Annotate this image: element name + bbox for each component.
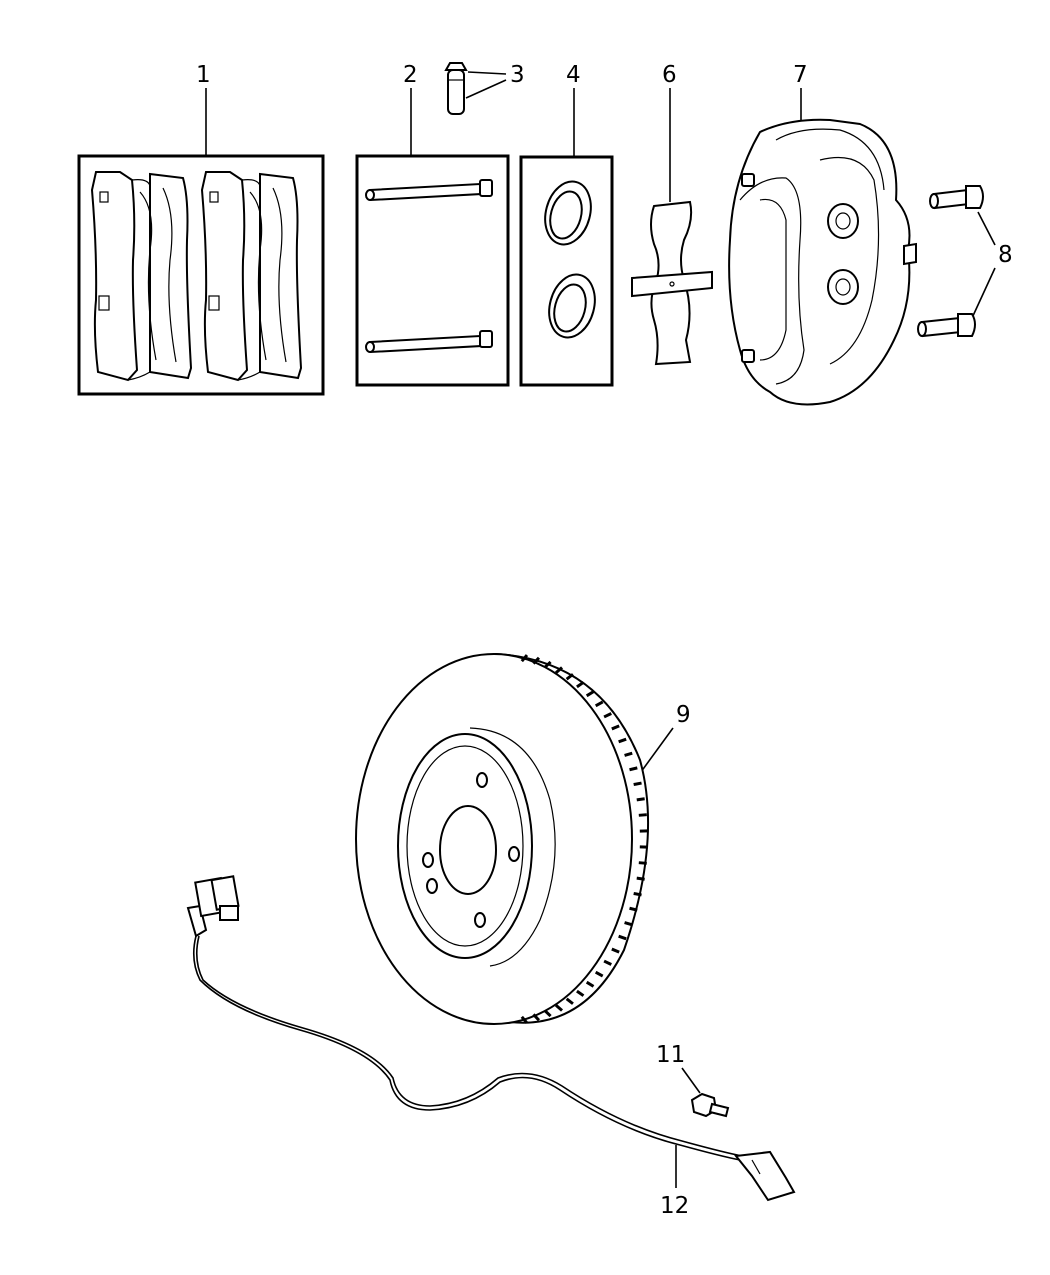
rotor-vent-slot <box>633 891 642 897</box>
rotor-vent-slot <box>639 845 648 849</box>
bleeder-screw-icon <box>444 62 468 115</box>
rotor-vent-slot <box>594 700 604 708</box>
spring-clip-icon <box>631 200 713 366</box>
rotor-vent-slot <box>618 737 627 744</box>
rotor-vent-slot <box>554 666 564 674</box>
rotor-vent-slot <box>520 1015 529 1024</box>
rotor-vent-slot <box>639 829 648 833</box>
rotor-vent-slot <box>594 970 604 978</box>
seal-kit-box <box>519 155 614 387</box>
rotor-vent-slot <box>629 906 638 912</box>
rotor-vent-slot <box>629 766 638 772</box>
pad-set-icon <box>90 171 303 382</box>
rotor-vent-slot <box>543 1009 552 1018</box>
rotor-vent-slot <box>565 673 574 681</box>
rotor-vent-slot <box>603 712 612 719</box>
callout-7: 7 <box>793 62 808 88</box>
rotor-vent-slot <box>576 681 585 689</box>
callout-1: 1 <box>196 62 211 88</box>
rotor-vent-slot <box>636 797 645 802</box>
callout-6: 6 <box>662 62 677 88</box>
rotor-vent-slot <box>624 921 633 927</box>
rotor-vent-slot <box>532 656 541 665</box>
guide-pins-part <box>355 154 510 387</box>
callout-4: 4 <box>566 62 581 88</box>
callout-12: 12 <box>660 1193 689 1219</box>
rotor-vent-slot <box>585 980 595 988</box>
caliper-icon <box>728 118 917 406</box>
pad-kit-box <box>77 154 325 396</box>
rotor-vent-slot <box>565 997 574 1005</box>
pin-kit-icon <box>365 179 493 354</box>
rotor-vent-slot <box>532 1013 541 1022</box>
rotor-vent-slot <box>603 959 612 966</box>
seal-kit-icon <box>544 180 596 339</box>
bolt-icon <box>917 313 976 338</box>
rotor-vent-slot <box>638 813 647 817</box>
rotor-vent-slot <box>636 876 645 881</box>
rotor-vent-slot <box>611 947 620 954</box>
rotor-vent-slot <box>520 654 529 663</box>
rotor-vent-slot <box>576 989 585 997</box>
rotor-vent-slot <box>638 861 647 865</box>
callout-3: 3 <box>510 62 525 88</box>
rotor-vent-slot <box>585 690 595 698</box>
bolt-icon <box>929 185 984 210</box>
caliper-bolts-part <box>917 185 984 338</box>
brake-rotor-icon <box>355 652 649 1025</box>
sensor-bolt-icon <box>690 1092 730 1118</box>
callout-9: 9 <box>676 702 691 728</box>
callout-11: 11 <box>656 1042 685 1068</box>
brake-pads-part <box>77 154 325 396</box>
rotor-vent-slot <box>554 1004 564 1012</box>
rotor-vent-slot <box>624 751 633 757</box>
piston-seals-part <box>519 155 614 387</box>
rotor-vent-slot <box>633 781 642 787</box>
callout-2: 2 <box>403 62 418 88</box>
pin-kit-box <box>355 154 510 387</box>
rotor-vent-slot <box>611 724 620 731</box>
sensor-harness-icon <box>186 875 796 1202</box>
callout-8: 8 <box>998 242 1013 268</box>
rotor-vent-slot <box>618 934 627 941</box>
rotor-vent-slot <box>543 660 552 669</box>
